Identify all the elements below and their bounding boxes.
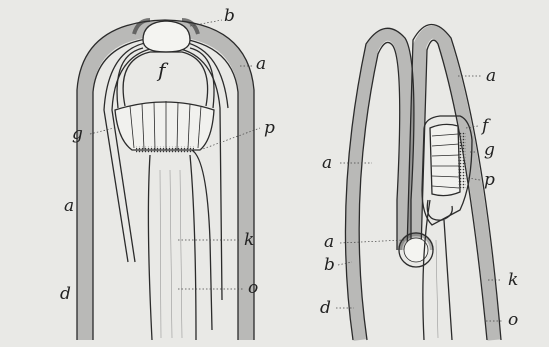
right-specimen (345, 24, 501, 340)
left-outer-wall-outline-outer (77, 20, 254, 340)
label-left-o: o (248, 280, 258, 297)
label-left-b: b (224, 8, 235, 25)
label-right-p: p (484, 172, 495, 189)
label-right-b: b (324, 257, 335, 274)
left-specimen (77, 20, 254, 340)
label-left-a-top: a (256, 56, 266, 73)
label-right-f: f (482, 118, 488, 135)
label-right-a-mid: a (322, 155, 332, 172)
label-right-o: o (508, 312, 518, 329)
label-right-a-top: a (486, 68, 496, 85)
left-shaft-k (148, 155, 196, 340)
label-left-k: k (244, 232, 254, 249)
left-inner-sheath (112, 48, 222, 300)
label-right-d: d (320, 300, 331, 317)
label-left-a-side: a (64, 198, 74, 215)
left-lens-base (136, 146, 194, 153)
label-right-g: g (484, 142, 495, 159)
left-cap-b (143, 21, 190, 52)
label-left-g: g (72, 126, 83, 143)
label-left-f: f (158, 60, 165, 80)
label-left-p: p (264, 120, 275, 137)
label-left-d: d (60, 286, 71, 303)
label-right-a-low: a (324, 234, 334, 251)
label-right-k: k (508, 272, 518, 289)
left-lens-p (115, 102, 214, 150)
left-outer-wall-outline-inner (93, 37, 238, 340)
